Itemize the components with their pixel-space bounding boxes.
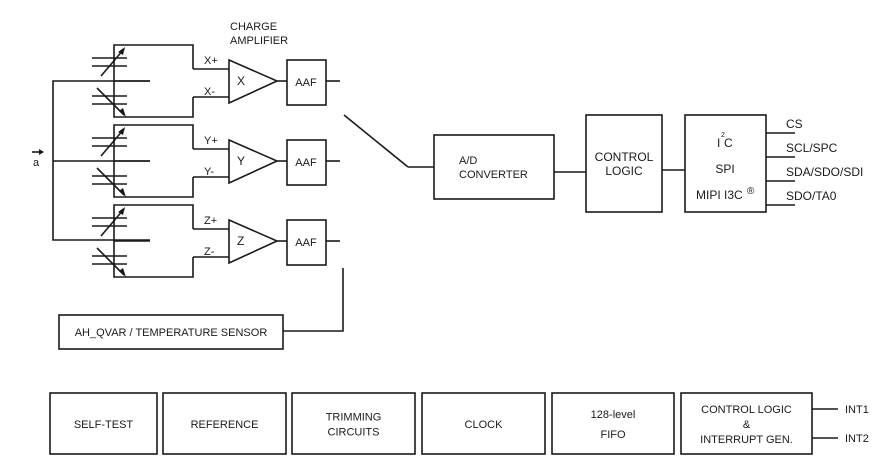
- adc-label-2: CONVERTER: [459, 169, 528, 181]
- plus-label: Z+: [204, 215, 217, 227]
- bottom-block-frame: [49, 392, 158, 455]
- bottom-block-label: INTERRUPT GEN.: [700, 434, 793, 446]
- minus-label: Y-: [204, 166, 214, 178]
- minus-label: Z-: [204, 246, 215, 258]
- temperature-sensor-block: [58, 314, 284, 350]
- control-logic-label-1: CONTROL: [595, 150, 654, 164]
- interface-pins: CS SCL/SPC SDA/SDO/SDI SDO/TA0: [766, 117, 863, 206]
- int1-pin-label: INT1: [845, 404, 869, 416]
- aaf-label: AAF: [295, 157, 317, 169]
- bottom-block-label: &: [743, 419, 751, 431]
- variable-arrow-icon: [118, 127, 125, 135]
- bottom-block-5: CONTROL LOGIC & INTERRUPT GEN.: [680, 392, 813, 455]
- pin-label: SCL/SPC: [786, 141, 838, 155]
- bottom-block-frame: [551, 392, 675, 455]
- acceleration-input: a: [32, 149, 44, 169]
- amplifier-axis-label: Z: [237, 234, 244, 248]
- charge-amplifier-label-2: AMPLIFIER: [230, 35, 288, 47]
- bottom-block-3: CLOCK: [421, 392, 546, 455]
- aaf-block: [286, 59, 327, 106]
- channel-y: Y+ Y- Y AAF: [92, 124, 340, 198]
- control-logic-block: [585, 114, 663, 213]
- amplifier-axis-label: Y: [237, 154, 245, 168]
- pin-label: SDA/SDO/SDI: [786, 165, 863, 179]
- input-label: a: [33, 157, 40, 169]
- pin-label: CS: [786, 117, 803, 131]
- aaf-label: AAF: [295, 237, 317, 249]
- registered-mark: ®: [747, 186, 755, 197]
- aaf-block: [286, 139, 327, 186]
- variable-arrow-icon: [118, 47, 125, 55]
- bottom-block-frame: [291, 392, 416, 455]
- mux-switch: [343, 114, 409, 168]
- bottom-block-label: CONTROL LOGIC: [701, 404, 792, 416]
- charge-amplifier-icon: [228, 138, 279, 185]
- charge-amplifier-label-1: CHARGE: [230, 21, 277, 33]
- bottom-block-label: TRIMMING: [326, 412, 382, 424]
- plus-label: Y+: [204, 135, 218, 147]
- control-logic-label-2: LOGIC: [605, 164, 643, 178]
- bottom-block-label: 128-level: [591, 409, 636, 421]
- bottom-block-frame: [680, 392, 813, 455]
- input-arrow-icon: [39, 149, 44, 155]
- adc-label-1: A/D: [459, 155, 477, 167]
- channels: X+ X- X AAF Y+ Y- Y AAF Z+ Z- Z AAF: [92, 44, 340, 278]
- channel-x: X+ X- X AAF: [92, 44, 340, 118]
- channel-z: Z+ Z- Z AAF: [92, 204, 340, 278]
- bottom-blocks: SELF-TEST REFERENCE TRIMMING CIRCUITS CLOCK 1…: [49, 392, 813, 455]
- minus-label: X-: [204, 86, 215, 98]
- bottom-block-label: FIFO: [600, 429, 625, 441]
- temperature-sensor-wire: [283, 268, 344, 332]
- i2c-label-i: I: [717, 136, 720, 150]
- temperature-sensor-label: AH_QVAR / TEMPERATURE SENSOR: [75, 327, 268, 339]
- interface-block: [684, 114, 767, 213]
- bottom-block-frame: [421, 392, 546, 455]
- bottom-block-label: REFERENCE: [191, 419, 259, 431]
- aaf-block: [286, 219, 327, 266]
- variable-arrow: [100, 48, 125, 77]
- int2-pin-label: INT2: [845, 433, 869, 445]
- variable-arrow-icon: [118, 207, 125, 215]
- pin-label: SDO/TA0: [786, 189, 837, 203]
- i2c-label-sup: 2: [721, 132, 725, 139]
- variable-arrow-icon: [119, 268, 126, 277]
- variable-arrow: [96, 167, 125, 196]
- bottom-block-frame: [162, 392, 287, 455]
- amplifier-axis-label: X: [237, 74, 245, 88]
- variable-arrow: [100, 128, 125, 157]
- variable-arrow: [100, 208, 125, 237]
- spi-label: SPI: [715, 162, 734, 176]
- charge-amplifier-icon: [228, 218, 279, 265]
- bottom-block-label: CIRCUITS: [328, 427, 380, 439]
- variable-arrow-icon: [119, 108, 126, 117]
- variable-arrow: [96, 247, 125, 276]
- bottom-block-2: TRIMMING CIRCUITS: [291, 392, 416, 455]
- i2c-label-c: C: [724, 136, 733, 150]
- variable-arrow: [96, 87, 125, 116]
- i3c-label: MIPI I3C: [696, 188, 743, 202]
- variable-arrow-icon: [119, 188, 126, 197]
- aaf-label: AAF: [295, 77, 317, 89]
- bottom-block-label: SELF-TEST: [74, 419, 134, 431]
- bottom-block-1: REFERENCE: [162, 392, 287, 455]
- charge-amplifier-icon: [228, 58, 279, 105]
- bottom-block-0: SELF-TEST: [49, 392, 158, 455]
- plus-label: X+: [204, 55, 218, 67]
- bottom-block-label: CLOCK: [465, 419, 504, 431]
- adc-block: [433, 134, 555, 200]
